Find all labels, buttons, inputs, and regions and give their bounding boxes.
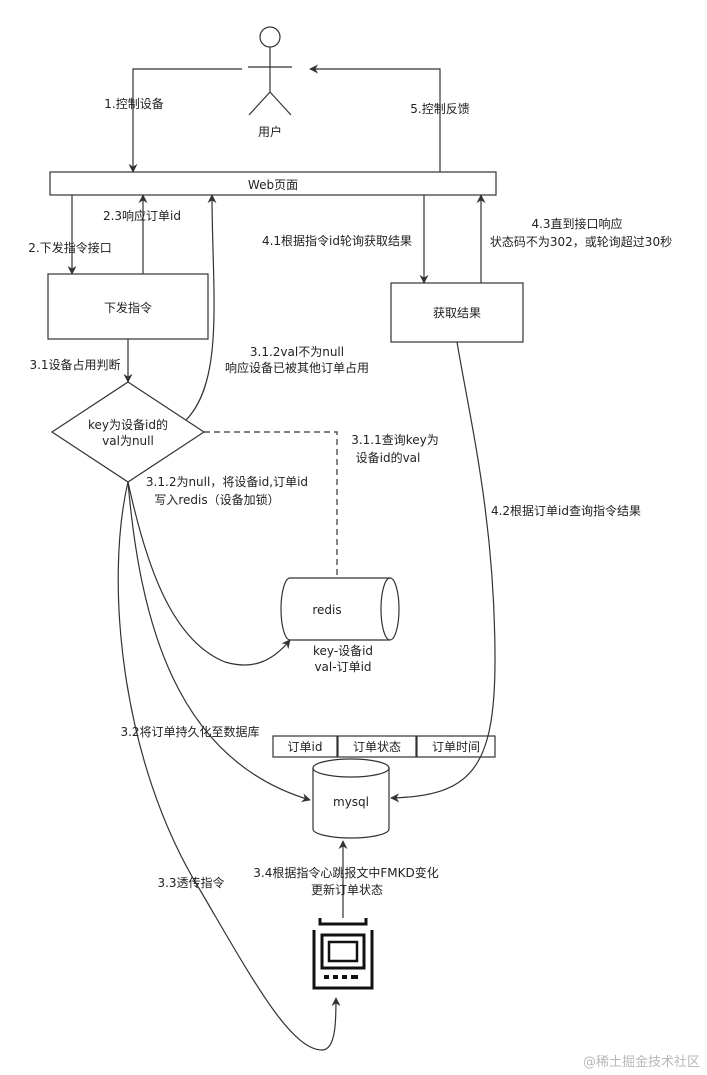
user-actor-icon	[248, 26, 292, 116]
edge-3-2-persist-order	[127, 481, 311, 803]
edge-3-3-pass-command	[117, 481, 341, 1051]
web-page-bar	[49, 171, 497, 196]
mysql-cylinder	[312, 758, 390, 839]
user-label: 用户	[258, 124, 282, 139]
edge-3-3-label: 3.3透传指令	[157, 875, 224, 890]
edge-4-2-label: 4.2根据订单id查询指令结果	[491, 503, 641, 518]
edge-3-1-2-not-null	[185, 194, 217, 421]
edge-3-2-label: 3.2将订单持久化至数据库	[120, 724, 259, 739]
mysql-label: mysql	[333, 795, 369, 809]
table-col-3	[416, 735, 496, 758]
edge-3-1-label: 3.1设备占用判断	[29, 357, 120, 372]
edge-3-4-label-line1: 3.4根据指令心跳报文中FMKD变化	[253, 865, 438, 880]
edge-1-label: 1.控制设备	[104, 97, 163, 111]
web-page-label: Web页面	[248, 178, 298, 192]
edge-2-3-label: 2.3响应订单id	[103, 208, 181, 223]
table-col-2	[337, 735, 417, 758]
edge-3-1-2-null-line2: 写入redis（设备加锁）	[154, 492, 279, 507]
table-col-2-label: 订单状态	[353, 740, 401, 754]
edge-1-control-device	[128, 68, 242, 173]
edge-3-1-2-notnull-line2: 响应设备已被其他订单占用	[225, 360, 369, 375]
decision-text-line2: val为null	[102, 434, 154, 448]
edge-3-1-1-query-redis	[204, 431, 338, 578]
edge-4-1-label: 4.1根据指令id轮询获取结果	[262, 233, 412, 248]
redis-cylinder	[280, 577, 400, 641]
dispatch-command-label: 下发指令	[104, 300, 152, 315]
decision-text-line1: key为设备id的	[88, 417, 168, 432]
edge-3-1-2-write-redis	[127, 481, 291, 666]
edge-4-3-label-line2: 状态码不为302，或轮询超过30秒	[490, 234, 672, 249]
get-result-label: 获取结果	[433, 306, 481, 320]
redis-note-line1: key-设备id	[313, 644, 373, 658]
edge-5-label: 5.控制反馈	[410, 102, 469, 116]
watermark: @稀土掘金技术社区	[583, 1054, 700, 1070]
edge-4-3-label-line1: 4.3直到接口响应	[531, 216, 622, 231]
device-terminal-icon	[312, 918, 374, 990]
dispatch-command-box	[47, 273, 209, 340]
decision-diamond	[50, 381, 206, 483]
table-col-1-label: 订单id	[288, 740, 323, 754]
table-col-1	[272, 735, 338, 758]
edge-4-2-query-result	[390, 341, 496, 803]
edge-3-1-2-null-line1: 3.1.2为null，将设备id,订单id	[146, 475, 308, 489]
edge-3-1-1-label-line1: 3.1.1查询key为	[351, 433, 439, 447]
edge-3-1-2-notnull-line1: 3.1.2val不为null	[250, 345, 344, 359]
edge-3-4-label-line2: 更新订单状态	[311, 882, 383, 897]
redis-label: redis	[312, 603, 341, 617]
edge-5-control-feedback	[309, 64, 441, 172]
table-col-3-label: 订单时间	[432, 740, 480, 754]
edge-3-1-1-label-line2: 设备id的val	[356, 450, 421, 465]
redis-note-line2: val-订单id	[314, 660, 371, 674]
edge-2-label: 2.下发指令接口	[28, 240, 111, 255]
